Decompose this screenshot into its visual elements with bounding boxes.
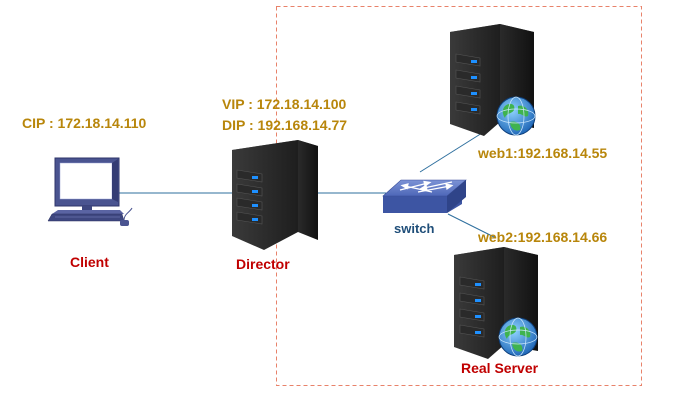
desktop-computer-icon (47, 157, 133, 226)
globe-icon (498, 317, 538, 357)
web2-ip-label: web2:192.168.14.66 (478, 229, 608, 245)
web-server-globe-icon (454, 247, 538, 359)
switch-name-label: switch (394, 221, 435, 236)
client-ip-label: CIP : 172.18.14.110 (22, 115, 147, 131)
network-switch-icon (382, 179, 467, 213)
director-dip-label: DIP : 192.168.14.77 (222, 117, 348, 133)
web1-ip-label: web1:192.168.14.55 (478, 145, 608, 161)
client-name-label: Client (70, 254, 109, 270)
globe-icon (496, 96, 536, 136)
network-links (118, 127, 497, 239)
link-switch-web1 (419, 127, 491, 173)
real-server-name-label: Real Server (461, 360, 539, 376)
web-server-globe-icon (450, 24, 536, 136)
director-name-label: Director (236, 256, 290, 272)
link-switch-web2 (447, 213, 497, 239)
server-tower-icon (232, 140, 318, 250)
director-vip-label: VIP : 172.18.14.100 (222, 96, 347, 112)
server-drive-bays (236, 169, 263, 225)
